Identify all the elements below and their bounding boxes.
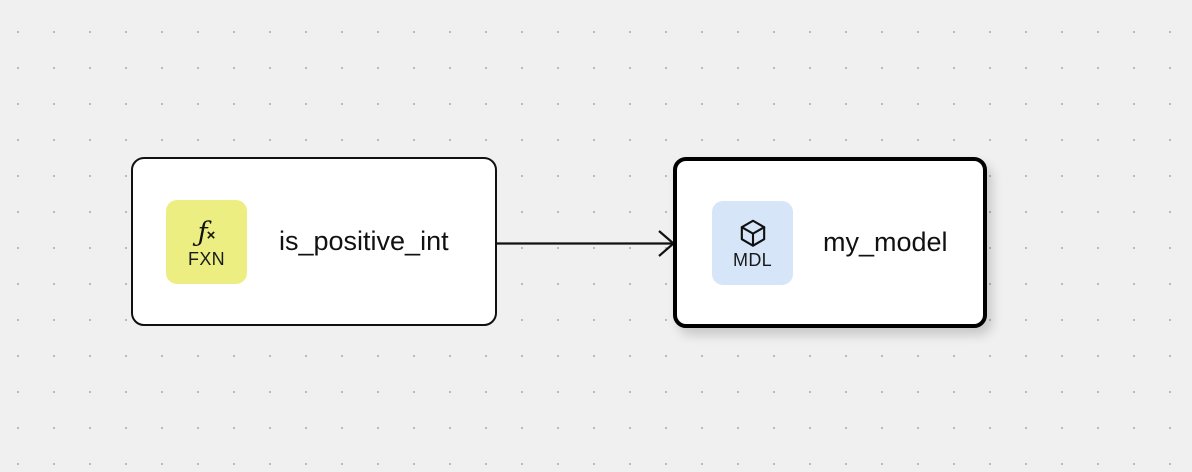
arrowhead-icon — [658, 230, 676, 257]
function-fx-icon: ƒ× — [197, 216, 216, 248]
node-title: my_model — [823, 227, 948, 257]
cube-3d-icon — [738, 216, 768, 250]
edge-fxn-to-mdl[interactable] — [497, 230, 676, 257]
node-type-badge-mdl: MDL — [712, 200, 793, 285]
node-type-label: FXN — [188, 249, 225, 269]
node-title: is_positive_int — [279, 226, 449, 256]
node-my-model[interactable]: MDL my_model — [673, 157, 987, 328]
node-is-positive-int[interactable]: ƒ× FXN is_positive_int — [131, 157, 497, 326]
node-type-badge-fxn: ƒ× FXN — [166, 199, 247, 284]
node-type-label: MDL — [733, 250, 772, 270]
